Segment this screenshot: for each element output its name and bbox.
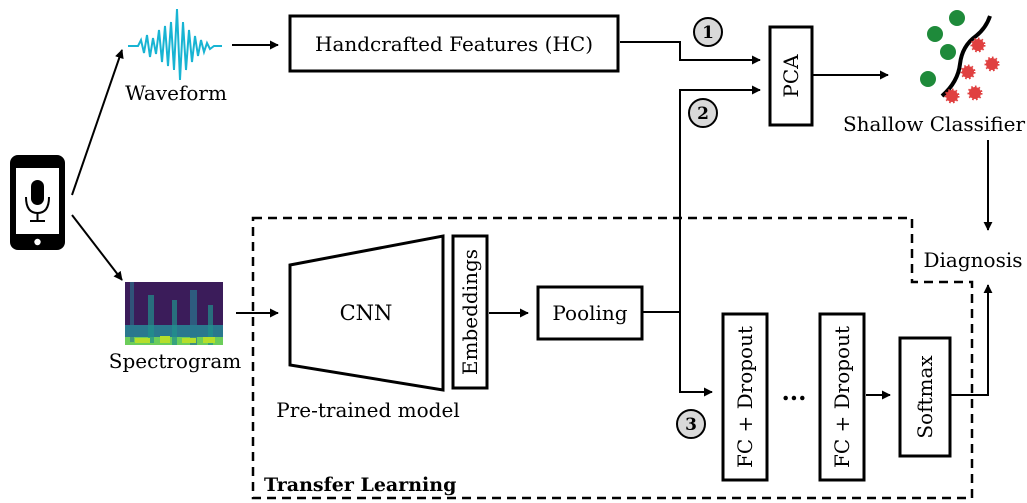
fc-dropout-box-2 [818,312,866,482]
pretrained-label: Pre-trained model [276,398,459,422]
arrow-softmax-to-diagnosis [950,284,993,396]
ellipsis-label: ... [781,377,806,406]
pooling-label: Pooling [552,301,627,325]
transfer-learning-label: Transfer Learning [264,474,456,496]
arrow-hc-to-pca [620,41,761,65]
arrow-phone-to-spectrogram [71,214,123,281]
shallow-classifier-icon [920,10,1000,104]
diagnosis-label: Diagnosis [923,248,1022,272]
path-1-badge: 1 [693,17,723,47]
transfer-learning-region [251,216,974,500]
embeddings-label: Embeddings [458,249,482,375]
svg-text:3: 3 [685,415,697,435]
pca-box [768,25,814,127]
handcrafted-features-box [288,14,620,73]
svg-text:1: 1 [702,23,714,43]
handcrafted-features-label: Handcrafted Features (HC) [315,32,593,56]
shallow-classifier-label: Shallow Classifier [843,112,1026,136]
fc-dropout-label-2: FC + Dropout [830,326,854,468]
path-2-badge: 2 [688,98,718,128]
arrow-pooling-to-fc [679,312,713,397]
arrow-pooling-to-pca [679,85,761,312]
arrow-phone-to-waveform [71,49,124,196]
cnn-label: CNN [340,301,393,325]
fc-dropout-box-1 [721,312,769,482]
pooling-box [536,285,644,341]
spectrogram-image [125,282,223,345]
smartphone-icon [10,155,65,250]
waveform-label: Waveform [125,81,227,105]
pca-label: PCA [779,54,803,98]
spectrogram-label: Spectrogram [109,349,241,373]
softmax-label: Softmax [913,355,937,439]
path-3-badge: 3 [676,409,706,439]
svg-text:2: 2 [697,104,709,124]
embeddings-box [451,234,489,390]
cnn-block [288,234,445,392]
softmax-box [898,336,952,458]
waveform-icon [128,8,222,81]
microphone-icon [25,180,50,222]
fc-dropout-label-1: FC + Dropout [733,326,757,468]
